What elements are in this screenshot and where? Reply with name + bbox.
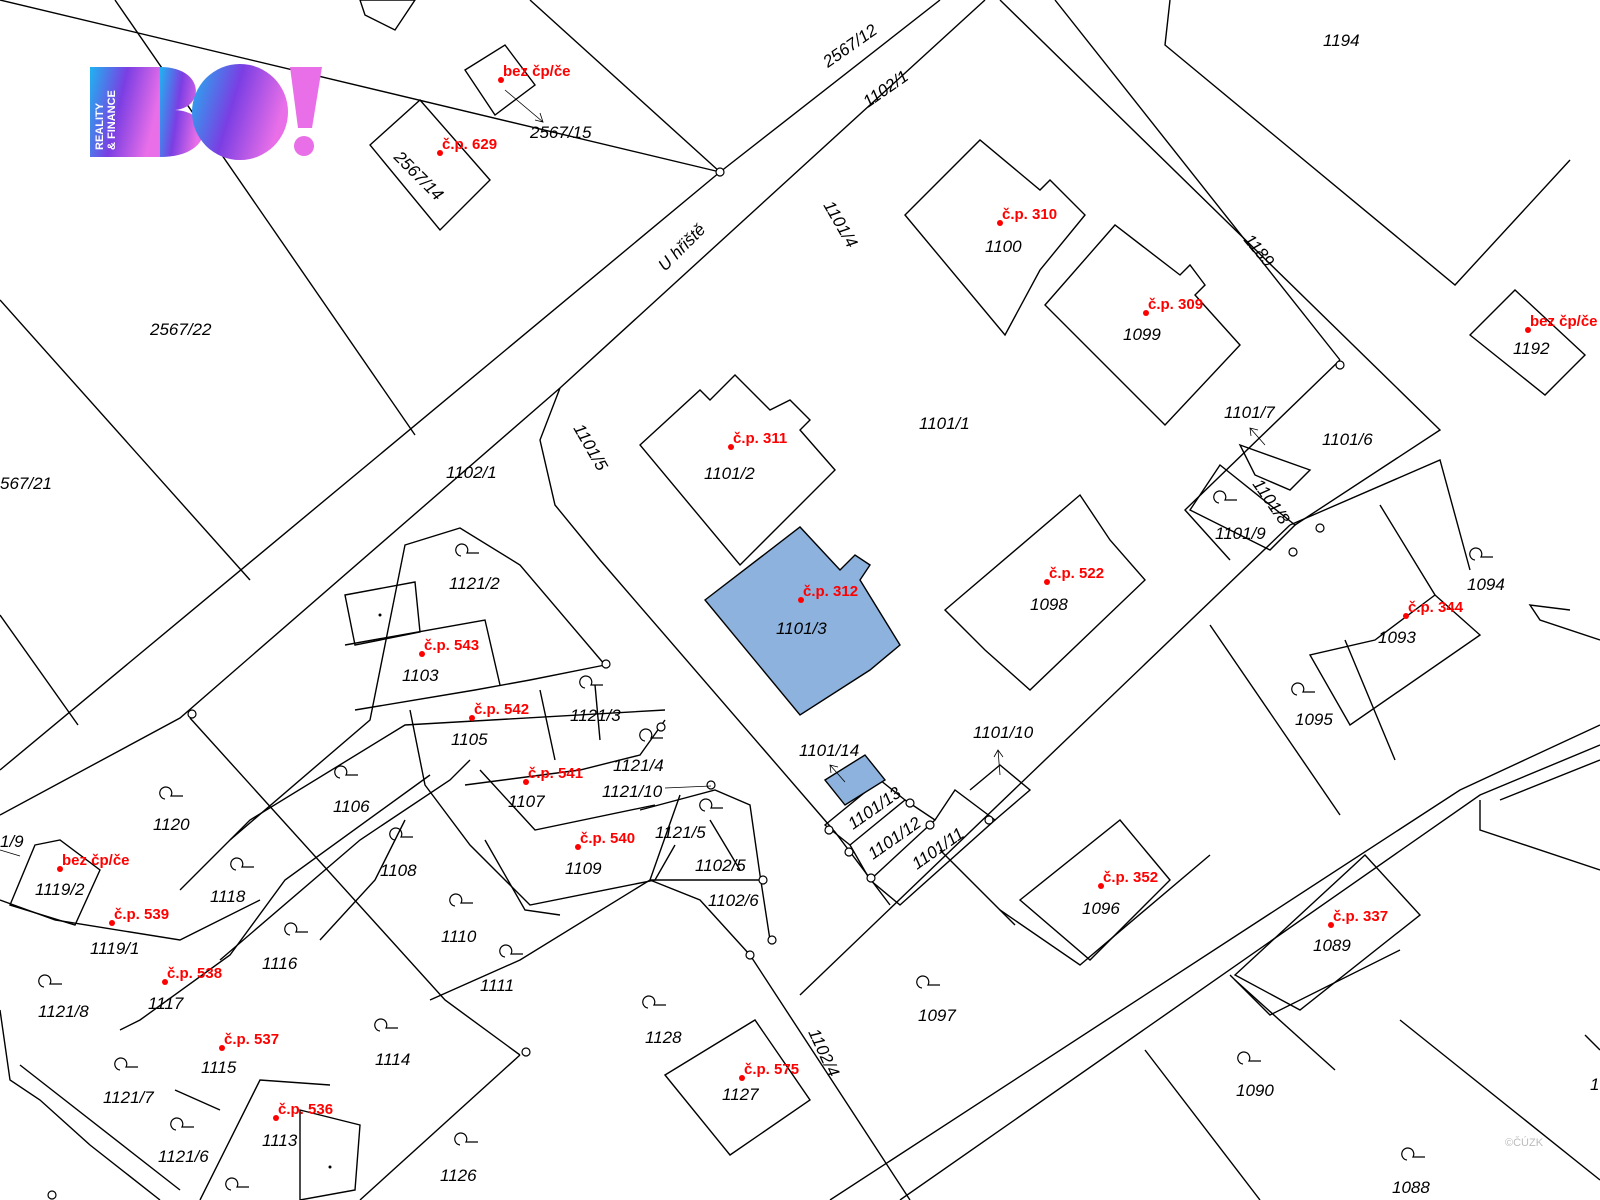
parcel-label: 1101/14 xyxy=(799,741,859,760)
parcel-label: 1121/4 xyxy=(613,756,664,775)
parcel-label: 1101/10 xyxy=(973,723,1034,742)
building-label: č.p. 337 xyxy=(1333,908,1388,925)
parcel-label: 1106 xyxy=(333,797,370,816)
parcel-label: 1127 xyxy=(722,1085,759,1104)
parcel-label: 1119/2 xyxy=(35,880,85,899)
parcel-label: 1118 xyxy=(210,887,246,906)
parcel-label: 1121/5 xyxy=(655,823,706,842)
parcel-label: 1099 xyxy=(1123,325,1161,344)
parcel-label: 1121/10 xyxy=(602,782,663,801)
parcel-label: 1120 xyxy=(153,815,190,834)
building-label: č.p. 537 xyxy=(224,1031,279,1048)
parcel-label: 2567/12 xyxy=(819,20,882,72)
parcel-label: 1101/5 xyxy=(570,421,612,475)
building-label: bez čp/če xyxy=(503,63,571,80)
building-label: č.p. 310 xyxy=(1002,206,1057,223)
parcel-label: 2567/15 xyxy=(529,123,592,142)
parcel-label: 1121/6 xyxy=(158,1147,209,1166)
label-arrows xyxy=(0,89,1266,857)
parcel-label: 1107 xyxy=(508,792,545,811)
building-label: č.p. 312 xyxy=(803,583,858,600)
building-label: č.p. 344 xyxy=(1408,599,1464,616)
parcel-label: 1192 xyxy=(1513,339,1550,358)
parcel-label: 1105 xyxy=(451,730,488,749)
building-label: č.p. 352 xyxy=(1103,869,1158,886)
building-label: č.p. 539 xyxy=(114,906,169,923)
parcel-label: 1128 xyxy=(645,1028,682,1047)
parcel-label: 1100 xyxy=(985,237,1022,256)
parcel-label: 1101/8 xyxy=(1249,475,1294,528)
parcel-label: 1115 xyxy=(201,1058,237,1077)
building-label: č.p. 536 xyxy=(278,1101,333,1118)
building-label: č.p. 543 xyxy=(424,637,479,654)
parcel-label: 1 xyxy=(1590,1075,1599,1094)
parcel-label: 1094 xyxy=(1467,575,1505,594)
parcel-label: 1102/1 xyxy=(859,67,911,112)
building-label: č.p. 522 xyxy=(1049,565,1104,582)
bo-reality-logo: REALITY & FINANCE xyxy=(90,64,322,160)
parcel-label: 1194 xyxy=(1323,31,1360,50)
building-label: č.p. 311 xyxy=(733,430,787,447)
parcel-label: 1093 xyxy=(1378,628,1416,647)
parcel-label: 1103 xyxy=(402,666,439,685)
parcel-label: 1101/9 xyxy=(1215,524,1266,543)
parcel-label: 1102/4 xyxy=(804,1026,843,1080)
parcel-label: 2567/22 xyxy=(149,320,212,339)
buildings xyxy=(9,0,1587,1200)
parcel-label: 1110 xyxy=(441,927,477,946)
parcel-label: 1102/1 xyxy=(446,463,497,482)
parcel-label: 1101/3 xyxy=(776,619,827,638)
parcel-label: 1121/2 xyxy=(449,574,500,593)
copyright-label: ©ČÚZK xyxy=(1505,1136,1544,1149)
parcel-label: 1101/6 xyxy=(1322,430,1373,449)
parcel-label: 1101/1 xyxy=(919,414,970,433)
parcel-label: 1098 xyxy=(1030,595,1068,614)
parcel-label: 1116 xyxy=(262,954,298,973)
parcel-label: 1108 xyxy=(380,861,417,880)
logo-side-text-2: & FINANCE xyxy=(106,90,118,150)
highlighted-parcel-1101-3 xyxy=(703,526,901,716)
building-number-labels: bez čp/če č.p. 629 č.p. 310 č.p. 309 bez… xyxy=(57,63,1598,1121)
parcel-label: 1121/7 xyxy=(103,1088,154,1107)
parcel-label: 1089 xyxy=(1313,936,1351,955)
parcel-label: 1109 xyxy=(565,859,602,878)
parcel-label: 1101/7 xyxy=(1224,403,1275,422)
building-label: č.p. 542 xyxy=(474,701,529,718)
parcel-label: 1119/1 xyxy=(90,939,139,958)
parcel-label: 1102/5 xyxy=(695,856,746,875)
parcel-label: 1117 xyxy=(148,994,184,1013)
lot-symbols xyxy=(38,490,1493,1191)
parcel-label: 1113 xyxy=(262,1131,298,1150)
building-label: bez čp/če xyxy=(1530,313,1598,330)
parcel-label: 1126 xyxy=(440,1166,477,1185)
building-label: bez čp/če xyxy=(62,852,130,869)
building-label: č.p. 540 xyxy=(580,830,635,847)
building-label: č.p. 541 xyxy=(528,765,583,782)
parcel-label: 1111 xyxy=(480,976,514,995)
parcel-label: 1121/8 xyxy=(38,1002,89,1021)
parcel-label: 1/9 xyxy=(0,832,24,851)
parcel-label: 1090 xyxy=(1236,1081,1274,1100)
parcel-label: 1101/4 xyxy=(820,198,862,251)
parcel-label: 1097 xyxy=(918,1006,956,1025)
parcel-label: 1088 xyxy=(1392,1178,1430,1197)
building-label: č.p. 575 xyxy=(744,1061,799,1078)
parcel-label: 1101/2 xyxy=(704,464,755,483)
parcel-label: 567/21 xyxy=(0,474,52,493)
parcel-label: 1189 xyxy=(1240,230,1278,271)
building-label: č.p. 309 xyxy=(1148,296,1203,313)
parcel-label: 1102/6 xyxy=(708,891,759,910)
building-label: č.p. 629 xyxy=(442,136,497,153)
parcel-label: 1114 xyxy=(375,1050,410,1069)
parcel-label: 1121/3 xyxy=(570,706,621,725)
street-name-label: U hřiště xyxy=(654,220,709,275)
parcel-label: 1095 xyxy=(1295,710,1333,729)
building-label: č.p. 538 xyxy=(167,965,222,982)
logo-side-text-1: REALITY xyxy=(94,102,106,150)
parcel-label: 1096 xyxy=(1082,899,1120,918)
survey-points xyxy=(47,167,1345,1200)
